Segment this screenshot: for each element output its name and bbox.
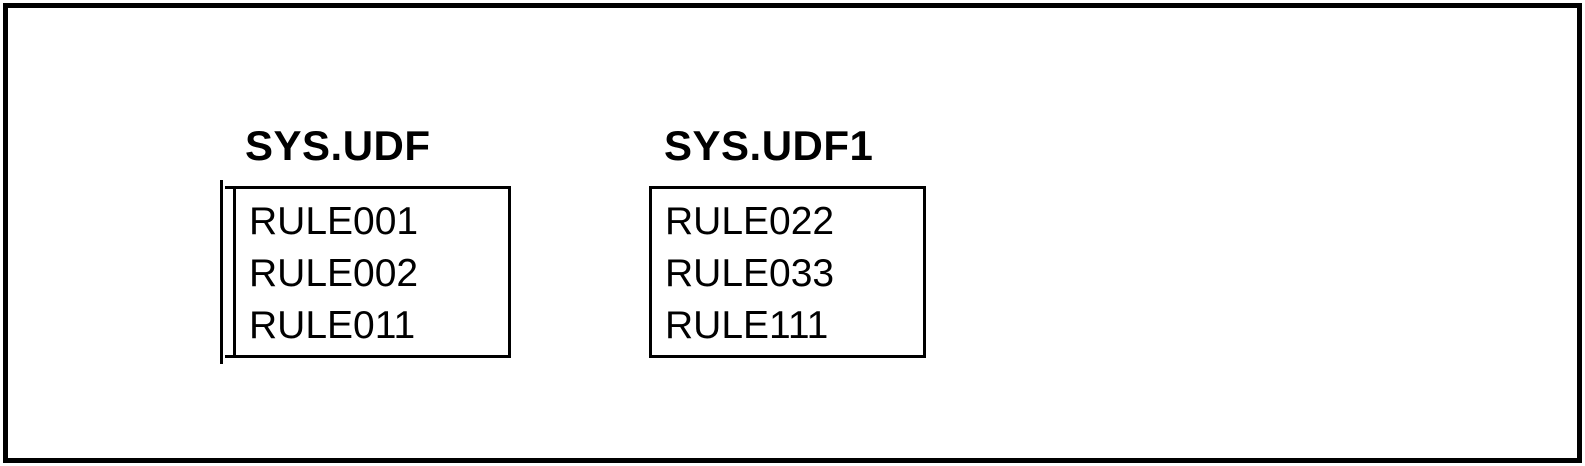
rule-item: RULE111 xyxy=(665,304,829,347)
udf1-rule-box: RULE022 RULE033 RULE111 xyxy=(649,186,926,358)
rule-item: RULE022 xyxy=(665,200,835,243)
udf-rule-box: RULE001 RULE002 RULE011 xyxy=(220,180,511,364)
rule-item: RULE002 xyxy=(249,252,419,295)
rule-item: RULE011 xyxy=(249,304,416,347)
rule-item: RULE001 xyxy=(249,200,419,243)
udf-table-title: SYS.UDF xyxy=(245,122,431,169)
rule-item: RULE033 xyxy=(665,252,835,295)
udf1-table-title: SYS.UDF1 xyxy=(664,122,874,169)
